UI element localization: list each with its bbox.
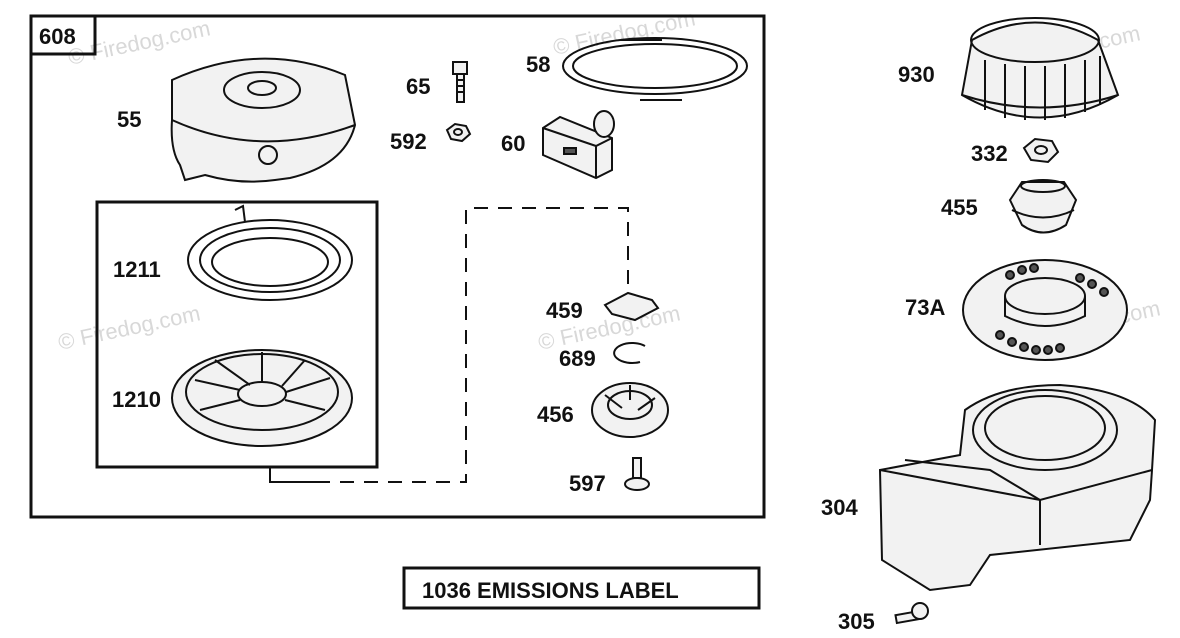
part-labels: 55 65 592 58 60 1211 1210 459 689 456 59…: [112, 52, 1008, 634]
recoil-subassembly-box: [95, 200, 379, 469]
part-60-handle[interactable]: [542, 110, 615, 180]
emissions-label-box: [402, 566, 761, 610]
part-number-label[interactable]: 456: [537, 402, 574, 427]
part-number-label[interactable]: 455: [941, 195, 978, 220]
leader-line: [340, 207, 629, 483]
part-1210-pulley[interactable]: [171, 349, 353, 447]
part-305-screw[interactable]: [894, 602, 929, 625]
part-304-blower-housing[interactable]: [878, 383, 1157, 592]
part-597-screw[interactable]: [624, 457, 650, 491]
part-73A-screen[interactable]: [962, 259, 1128, 361]
part-number-label[interactable]: 332: [971, 141, 1008, 166]
part-number-label[interactable]: 592: [390, 129, 427, 154]
screen-holes: [995, 263, 1109, 355]
part-number-label[interactable]: 689: [559, 346, 596, 371]
part-455-cup[interactable]: [1008, 179, 1078, 234]
part-58-rope[interactable]: [562, 37, 748, 101]
part-number-label[interactable]: 1210: [112, 387, 161, 412]
leader-line: [269, 467, 330, 483]
part-459-pawl[interactable]: [603, 291, 660, 322]
assembly-number-box: [29, 14, 97, 56]
assembly-number[interactable]: 608: [39, 24, 76, 49]
part-number-label[interactable]: 58: [526, 52, 550, 77]
part-number-label[interactable]: 597: [569, 471, 606, 496]
part-number-label[interactable]: 55: [117, 107, 141, 132]
part-number-label[interactable]: 73A: [905, 295, 945, 320]
watermark: © Firedog.com: [56, 300, 203, 355]
part-65-bolt[interactable]: [452, 61, 468, 103]
emissions-label[interactable]: 1036 EMISSIONS LABEL: [422, 578, 679, 603]
part-592-nut[interactable]: [445, 122, 472, 143]
part-number-label[interactable]: 65: [406, 74, 430, 99]
assembly-608-box: [29, 14, 766, 519]
part-number-label[interactable]: 459: [546, 298, 583, 323]
part-number-label[interactable]: 1211: [113, 257, 161, 282]
watermark: © Firedog.com: [66, 15, 213, 70]
part-456-retainer[interactable]: [591, 382, 669, 438]
watermark: © Firedog.com: [551, 5, 698, 60]
part-number-label[interactable]: 930: [898, 62, 935, 87]
part-332-nut[interactable]: [1022, 137, 1060, 164]
part-689-clip[interactable]: [613, 342, 646, 364]
part-930-screen[interactable]: [960, 17, 1120, 120]
part-1211-spring[interactable]: [187, 204, 353, 301]
part-number-label[interactable]: 304: [821, 495, 858, 520]
part-number-label[interactable]: 305: [838, 609, 875, 634]
part-55-starter-housing[interactable]: [170, 57, 357, 183]
part-number-label[interactable]: 60: [501, 131, 525, 156]
